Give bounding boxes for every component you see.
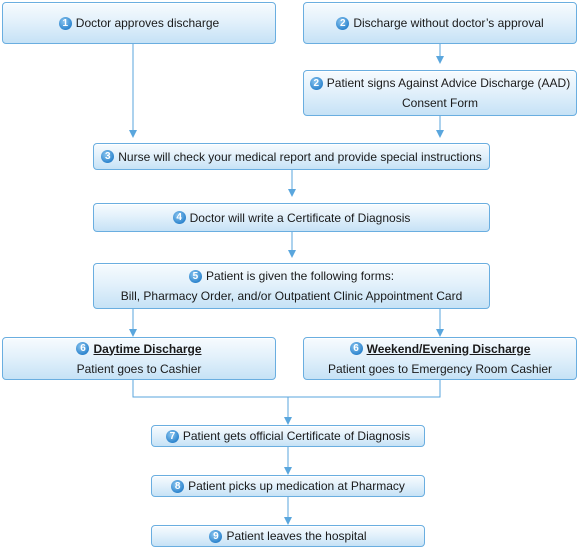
step-number-badge: 6 [76, 342, 90, 355]
step-4-text: Doctor will write a Certificate of Diagn… [189, 210, 411, 225]
step-number-badge: 7 [165, 429, 179, 443]
step-number-badge: 3 [101, 150, 115, 163]
step-number-badge: 8 [171, 479, 185, 493]
step-number-badge: 4 [172, 211, 186, 224]
step-3-nurse-check-box: 3 Nurse will check your medical report a… [93, 143, 490, 170]
step-number-badge: 1 [58, 16, 72, 30]
step-2-without-approval-box: 2 Discharge without doctor’s approval [303, 2, 577, 44]
step-number-badge: 9 [209, 529, 223, 543]
step-8-text: Patient picks up medication at Pharmacy [188, 479, 405, 493]
step-4-certificate-box: 4 Doctor will write a Certificate of Dia… [93, 203, 490, 232]
step-6a-title: Daytime Discharge [93, 341, 202, 356]
step-2b-line2: Consent Form [401, 96, 479, 110]
step-3-text: Nurse will check your medical report and… [118, 149, 482, 164]
step-6b-title: Weekend/Evening Discharge [366, 341, 531, 356]
step-number-badge: 2 [309, 76, 323, 90]
step-8-pharmacy-box: 8 Patient picks up medication at Pharmac… [151, 475, 425, 497]
step-2a-text: Discharge without doctor’s approval [353, 16, 544, 30]
step-6-daytime-discharge-box: 6 Daytime Discharge Patient goes to Cash… [2, 337, 276, 380]
step-2-aad-consent-box: 2 Patient signs Against Advice Discharge… [303, 70, 577, 116]
step-6b-line2: Patient goes to Emergency Room Cashier [327, 361, 553, 376]
step-5-line2: Bill, Pharmacy Order, and/or Outpatient … [120, 289, 463, 303]
merge-s6-lines [132, 380, 441, 398]
step-number-badge: 5 [188, 269, 202, 283]
step-1-text: Doctor approves discharge [75, 16, 220, 30]
step-2b-line1: Patient signs Against Advice Discharge (… [326, 76, 571, 90]
step-6-weekend-evening-discharge-box: 6 Weekend/Evening Discharge Patient goes… [303, 337, 577, 380]
step-9-text: Patient leaves the hospital [226, 529, 367, 543]
step-number-badge: 6 [349, 342, 363, 355]
step-1-doctor-approves-box: 1 Doctor approves discharge [2, 2, 276, 44]
step-7-official-certificate-box: 7 Patient gets official Certificate of D… [151, 425, 425, 447]
step-9-leaves-hospital-box: 9 Patient leaves the hospital [151, 525, 425, 547]
step-5-line1: Patient is given the following forms: [205, 269, 395, 283]
step-5-forms-box: 5 Patient is given the following forms: … [93, 263, 490, 309]
step-number-badge: 2 [336, 16, 350, 30]
step-6a-line2: Patient goes to Cashier [76, 361, 202, 376]
step-7-text: Patient gets official Certificate of Dia… [182, 429, 411, 443]
